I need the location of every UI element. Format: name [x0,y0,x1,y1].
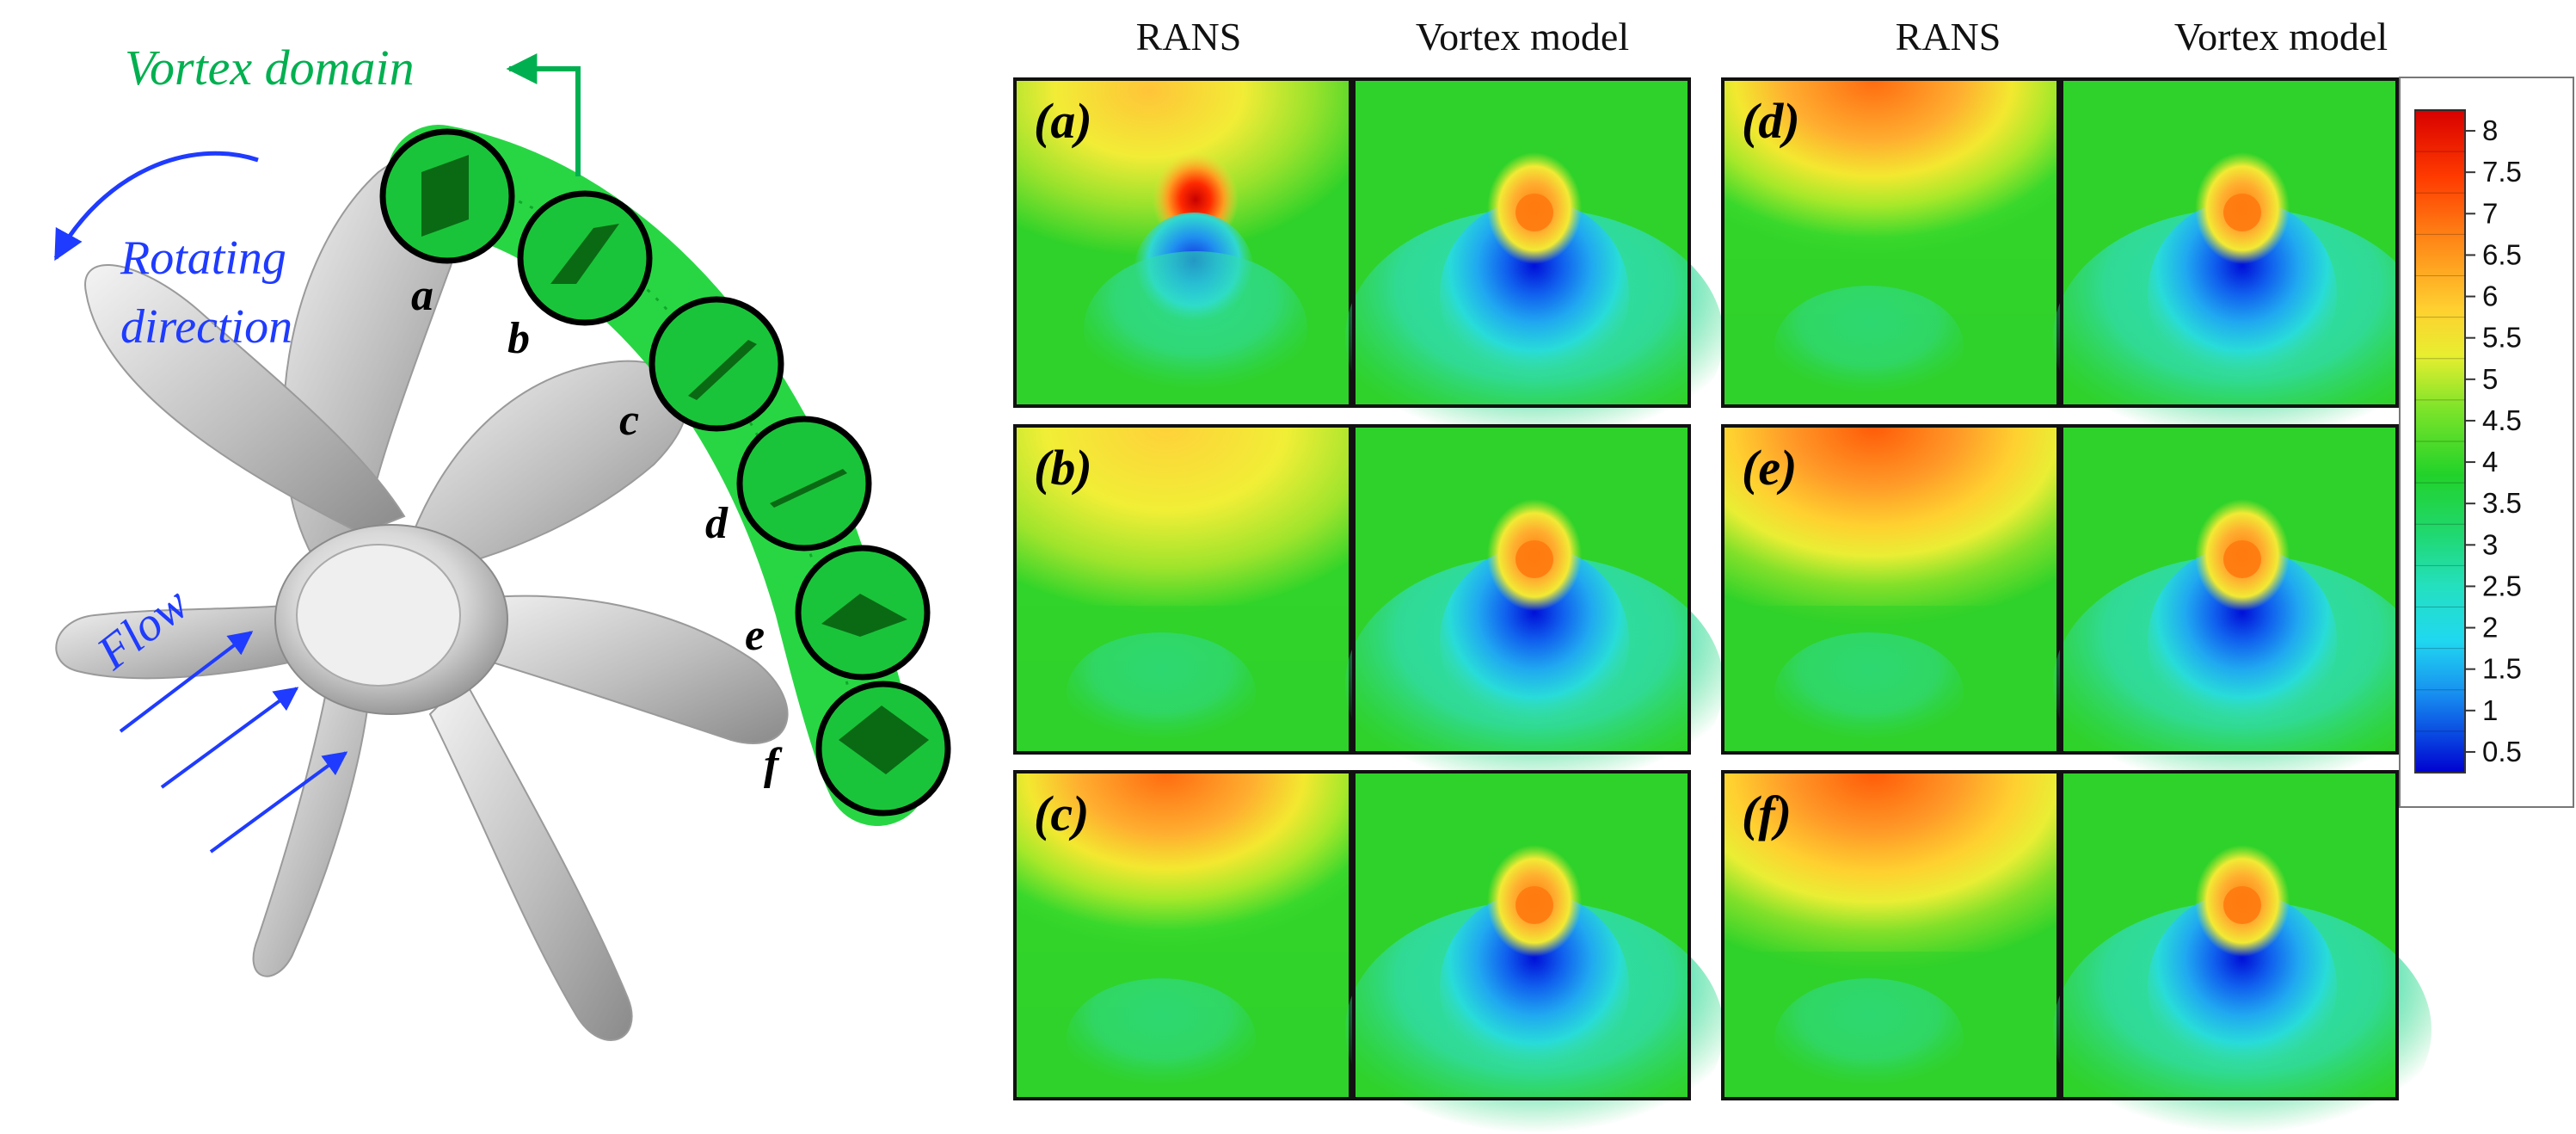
colorbar-ticks: 8 7.5 7 6.5 6 5.5 5 4.5 4 3.5 3 2.5 2 1.5 1 0.5 [2415,109,2522,767]
position-label-f: f [764,740,783,789]
panel-label: (a) [1034,93,1092,149]
colorbar-tick-label: 2 [2482,612,2498,644]
colorbar-tick-label: 0.5 [2482,736,2522,767]
hub-face [296,544,461,687]
flow-arrow [160,687,299,789]
vortex-section-f [815,681,951,817]
colorbar-tick-label: 6 [2482,280,2498,312]
propeller-blade [252,687,372,977]
vortex-section-a [379,128,515,264]
colorbar-tick-label: 7.5 [2482,156,2522,188]
rans-panel: (c) [1013,770,1352,1100]
panel-label: (d) [1742,93,1800,149]
rans-panel: (b) [1013,424,1352,755]
vortex-section-e [795,545,931,681]
propeller-blade [428,678,633,1041]
rans-panel: (f) [1721,770,2060,1100]
colorbar-tick-label: 3 [2482,528,2498,560]
flow-arrow [209,751,348,854]
propeller-blade [84,264,406,535]
panel-grid: (a) (b) (c) (d) (e) (f) [1013,77,2432,1134]
propeller-blade [55,601,329,680]
vortex-model-panel [2053,424,2432,813]
colorbar: 8 7.5 7 6.5 6 5.5 5 4.5 4 3.5 3 2.5 2 1.5 1 0.5 [2399,77,2574,808]
propeller-blade [411,360,689,570]
panel-label: (f) [1742,786,1792,841]
column-header-rans-left: RANS [1136,15,1242,59]
vortex-model-panel [1345,770,1724,1134]
colorbar-tick-label: 6.5 [2482,238,2522,270]
vortex-domain-pointer [506,53,581,176]
vortex-domain-label: Vortex domain [125,40,415,96]
colorbar-scale [2414,109,2466,773]
position-label-a: a [411,271,433,320]
colorbar-tick-label: 3.5 [2482,487,2522,519]
vortex-section-c [649,296,784,432]
column-header-vortex-right: Vortex model [2174,15,2388,59]
vortex-model-panel [2053,770,2432,1134]
vortex-section-b [517,190,653,326]
vortex-model-panel [2053,77,2432,466]
panel-label: (e) [1742,440,1797,496]
colorbar-tick-label: 1.5 [2482,653,2522,685]
colorbar-tick-label: 8 [2482,114,2498,146]
colorbar-tick-label: 1 [2482,694,2498,726]
colorbar-tick-label: 2.5 [2482,570,2522,601]
colorbar-tick-label: 5.5 [2482,322,2522,354]
propeller-blade [446,595,789,744]
column-header-vortex-left: Vortex model [1416,15,1629,59]
rans-panel: (d) [1721,77,2060,408]
colorbar-tick-label: 4.5 [2482,404,2522,436]
rotating-direction-arrow [53,151,259,262]
colorbar-tick-label: 5 [2482,363,2498,395]
rans-panel: (e) [1721,424,2060,755]
rotating-label-line1: Rotating [120,231,286,285]
rans-panel: (a) [1013,77,1352,408]
panel-label: (b) [1034,440,1092,496]
propeller-diagram: a b c d e f Vortex domain Rotating direc… [53,40,951,1041]
rotating-label-line2: direction [120,300,292,354]
flow-arrow [119,631,254,733]
position-label-b: b [507,314,530,363]
position-label-e: e [745,611,765,660]
vortex-section-d [736,416,872,552]
colorbar-tick-label: 4 [2482,446,2498,478]
column-header-rans-right: RANS [1896,15,2001,59]
panel-label: (c) [1034,786,1089,841]
position-label-c: c [619,396,639,445]
vortex-model-panel [1345,77,1724,466]
vortex-model-panel [1345,424,1724,813]
colorbar-tick-label: 7 [2482,197,2498,229]
position-label-d: d [705,499,729,548]
